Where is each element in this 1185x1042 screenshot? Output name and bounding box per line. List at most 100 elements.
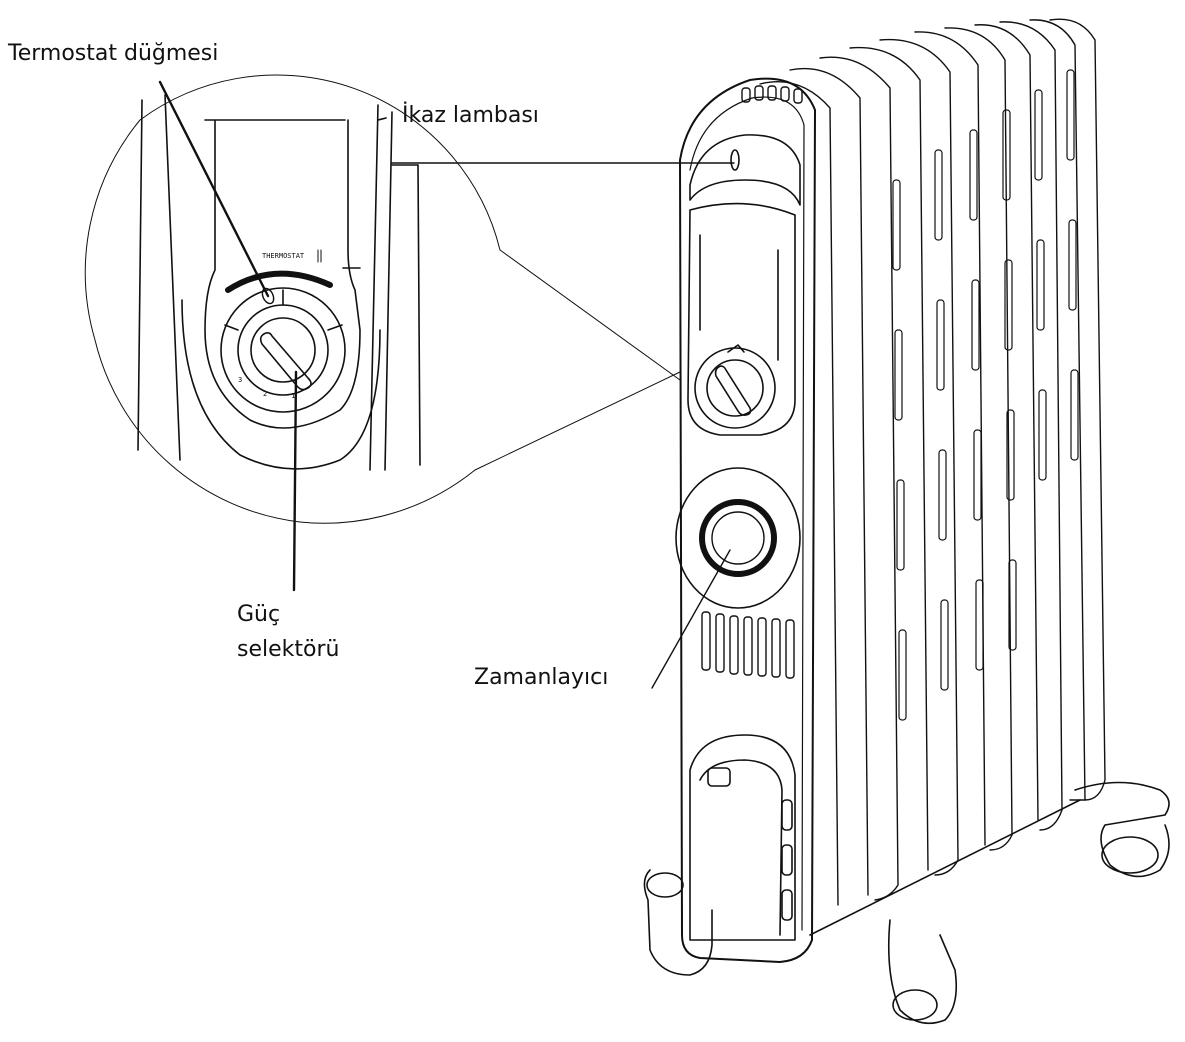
fin-slot <box>897 480 904 570</box>
magnifier-outline <box>85 75 500 523</box>
vent-slot <box>744 617 752 675</box>
fin-slot <box>1067 70 1074 160</box>
fin-slot <box>899 630 906 720</box>
grill-slot <box>755 86 763 100</box>
power-selector-lever[interactable] <box>261 333 311 390</box>
fin-slot <box>1037 240 1044 330</box>
control-panel-recess <box>205 120 360 428</box>
fin-slot <box>1039 390 1046 480</box>
vent-slot <box>716 614 724 672</box>
fin <box>945 28 1012 850</box>
fin-slot <box>976 580 983 670</box>
fin-slot <box>895 330 902 420</box>
fin-slot <box>970 130 977 220</box>
label-thermostat-knob: Termostat düğmesi <box>8 41 219 66</box>
wheel <box>1102 837 1158 873</box>
fin <box>1050 19 1105 800</box>
wheel <box>893 990 937 1020</box>
detail-fin-line <box>385 112 392 470</box>
label-power-selector-line2: selektörü <box>237 637 340 663</box>
grill-slot <box>781 87 789 101</box>
fin-slot <box>941 600 948 690</box>
grill-slot <box>768 86 776 100</box>
fin <box>1000 22 1062 830</box>
magnified-detail: THERMOSTAT 3 2 1 <box>85 75 680 523</box>
heater-selector-notch <box>728 345 744 352</box>
grill-slot <box>742 88 750 102</box>
detail-fin-line <box>418 165 420 465</box>
foot-right <box>1075 783 1169 877</box>
cord-clip <box>708 768 730 786</box>
detail-fin-line <box>165 95 180 460</box>
fin <box>820 57 898 900</box>
fin <box>975 25 1038 820</box>
detail-fin-line <box>370 105 378 470</box>
side-slot <box>782 845 792 875</box>
front-panel-outline <box>680 79 815 962</box>
cord-storage-cover <box>690 735 795 940</box>
fin-slot <box>1007 410 1014 500</box>
vent-slot <box>786 620 794 678</box>
thermostat-scale-arc <box>228 274 330 290</box>
fin-slot <box>1071 370 1078 460</box>
fin-slot <box>937 300 944 390</box>
dial-segment <box>328 325 342 330</box>
timer-dial[interactable] <box>712 512 764 564</box>
fin-slot <box>1009 560 1016 650</box>
thermostat-caption: THERMOSTAT <box>262 252 305 260</box>
foot-left <box>644 870 712 975</box>
wheel <box>647 873 683 897</box>
fin-slot <box>935 150 942 240</box>
fin <box>850 48 928 870</box>
fin-slot <box>1035 90 1042 180</box>
dial-inner-ring <box>251 318 315 382</box>
scale-mark-2: 2 <box>263 390 267 398</box>
leader-thermostat <box>160 82 268 296</box>
front-panel-inner <box>690 97 804 930</box>
fin-slot <box>939 450 946 540</box>
dial-outer-ring <box>221 288 345 412</box>
grill-slot <box>794 89 802 103</box>
display-recess <box>688 204 795 435</box>
leader-timer <box>652 550 730 688</box>
foot-center <box>889 920 957 1023</box>
vent-slot <box>772 619 780 677</box>
fin-slot <box>893 180 900 270</box>
dial-segment <box>225 325 238 330</box>
timer-housing <box>676 468 800 608</box>
fin <box>790 69 868 895</box>
fin-slot <box>1069 220 1076 310</box>
dial-housing <box>182 300 380 469</box>
side-slot <box>782 800 792 830</box>
fin <box>1030 20 1085 800</box>
fin-slot <box>1003 110 1010 200</box>
fin <box>760 82 838 905</box>
label-timer: Zamanlayıcı <box>474 665 609 690</box>
side-slot <box>782 890 792 920</box>
vent-slot <box>758 618 766 676</box>
magnifier-connector-top <box>500 250 680 380</box>
wheel-base <box>644 783 1169 1024</box>
top-grill <box>742 86 802 103</box>
fin <box>915 32 985 845</box>
detail-fin-line <box>138 100 142 450</box>
display-inner-line <box>700 235 778 360</box>
fin-slot <box>974 430 981 520</box>
thermometer-glyph <box>318 250 321 262</box>
vent-slot <box>702 612 710 670</box>
label-power-selector: Güç selektörü <box>237 597 339 667</box>
heater-selector-dial-inner <box>707 360 763 416</box>
timer-dial-ring[interactable] <box>702 502 774 574</box>
fin-slot <box>972 280 979 370</box>
fin-slot <box>1005 260 1012 350</box>
leader-lines <box>160 82 734 688</box>
fin <box>880 40 958 875</box>
scale-mark-1: 1 <box>291 392 295 400</box>
heater-selector-lever[interactable] <box>716 366 751 415</box>
heater-body <box>644 19 1169 1023</box>
top-handle <box>690 135 800 205</box>
label-warning-lamp: İkaz lambası <box>402 103 539 128</box>
base-bar <box>810 800 1080 935</box>
